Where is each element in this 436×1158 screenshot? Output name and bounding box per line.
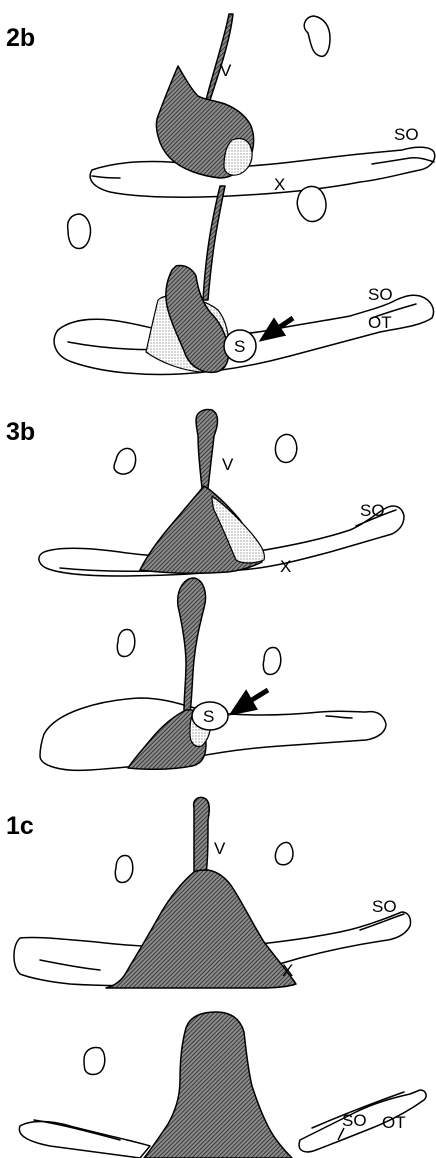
label-so-2b: SO: [394, 125, 419, 144]
pituitary-mass-1c-lower: [144, 1012, 292, 1158]
panel-2b: 2b V SO X: [6, 14, 435, 197]
label-v-1c: V: [214, 839, 226, 858]
optic-chiasm-2b: [90, 147, 435, 197]
label-x-1c: X: [282, 961, 293, 980]
stalk-bulb-1c: [194, 797, 210, 874]
stalk-bulb-3b: [196, 409, 218, 488]
vessel-outline-1c-right: [275, 842, 293, 864]
label-x-2b: X: [274, 175, 285, 194]
panel-3b-lower: S: [40, 578, 386, 770]
panel-1c-lower: SO OT: [19, 1012, 426, 1158]
panel-label-3b: 3b: [6, 418, 35, 446]
label-ot-2b-lower: OT: [368, 313, 392, 332]
infundibulum-stalk-2b: [205, 14, 233, 104]
label-ot-1c-lower: OT: [382, 1113, 406, 1132]
optic-chiasm-1c-lower-left: [19, 1122, 150, 1158]
vessel-outline-2b: [304, 16, 330, 56]
vessel-outline-3b-lower-right: [263, 648, 281, 675]
infundibulum-stalk-2b-lower: [203, 186, 225, 300]
panel-2b-lower: S SO OT: [54, 186, 433, 375]
pituitary-mass-1c: [106, 870, 296, 988]
panel-label-2b: 2b: [6, 24, 35, 52]
label-v-2b: V: [220, 61, 232, 80]
vessel-outline-1c-lower: [84, 1048, 105, 1075]
vessel-outline-2b-lower-right: [297, 186, 326, 221]
vessel-outline-2b-lower-left: [68, 214, 91, 249]
panel-3b: 3b V SO X: [6, 409, 404, 576]
panel-1c: 1c V SO X: [6, 797, 411, 988]
label-so-1c: SO: [372, 897, 397, 916]
label-so-2b-lower: SO: [368, 285, 393, 304]
label-so-1c-lower: SO: [342, 1111, 367, 1130]
vessel-outline-3b-left: [114, 448, 136, 474]
panel-label-1c: 1c: [6, 812, 34, 840]
label-v-3b: V: [222, 455, 234, 474]
vessel-outline-3b-lower-left: [117, 630, 135, 657]
label-so-3b: SO: [360, 501, 385, 520]
arrow-3b-lower: [234, 690, 268, 712]
label-s-3b-lower: S: [203, 707, 214, 726]
label-s-2b-lower: S: [234, 337, 245, 356]
label-x-3b: X: [280, 557, 291, 576]
stalk-bulb-3b-lower: [178, 578, 206, 712]
vessel-outline-1c-left: [115, 856, 133, 883]
vessel-outline-3b-right: [275, 434, 296, 462]
